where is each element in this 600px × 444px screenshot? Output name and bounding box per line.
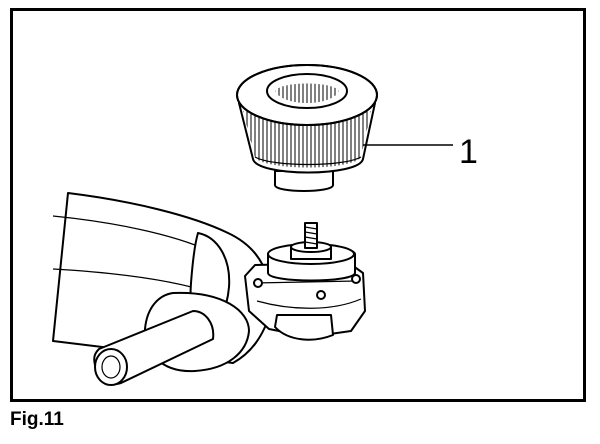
figure-caption: Fig.11 bbox=[10, 409, 64, 430]
callout-number-1: 1 bbox=[459, 133, 478, 171]
side-handle-icon bbox=[93, 291, 250, 386]
wire-cup-brush-icon bbox=[236, 64, 453, 192]
angle-grinder-icon bbox=[52, 192, 366, 364]
spindle-icon bbox=[267, 222, 356, 282]
figure-frame: 1 bbox=[10, 8, 586, 402]
grinder-illustration bbox=[52, 64, 453, 386]
